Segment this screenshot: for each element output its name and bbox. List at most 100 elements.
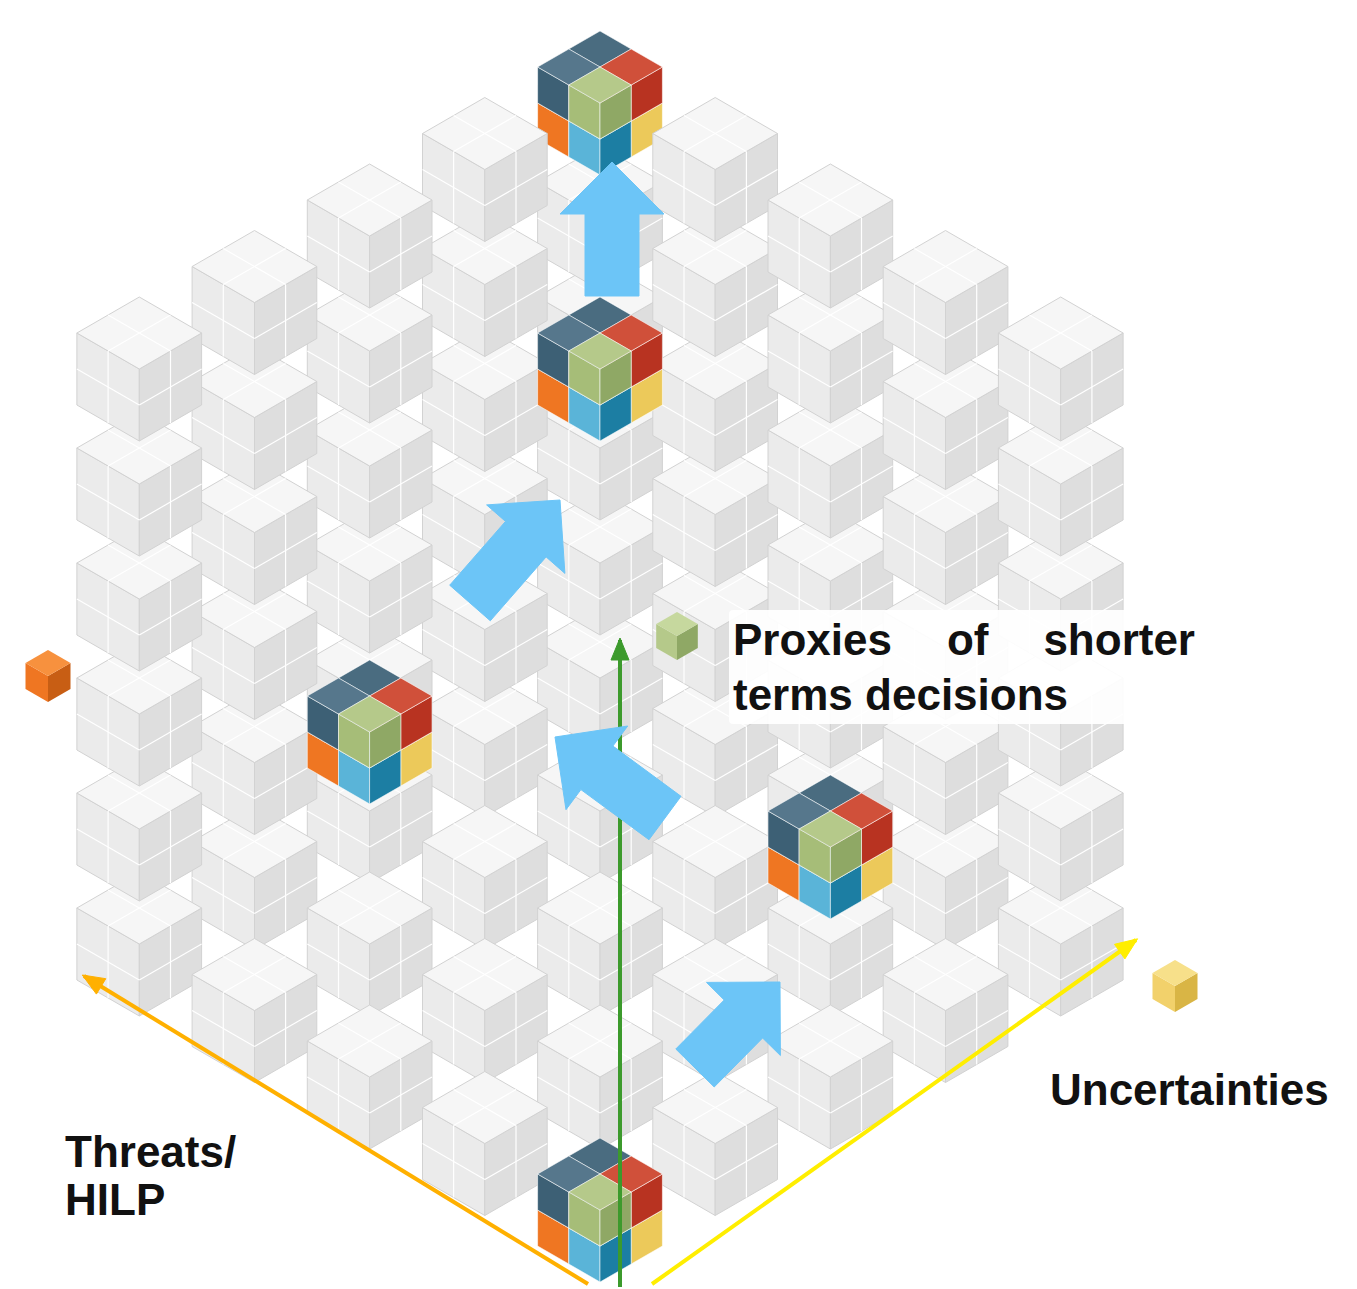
cube-seam <box>883 418 945 454</box>
cube-face <box>307 164 432 236</box>
cube-face <box>423 806 548 878</box>
cube-seam <box>454 116 516 152</box>
cube-seam <box>192 1011 254 1047</box>
cube-face <box>768 164 893 236</box>
small-cube <box>569 67 631 139</box>
cube-seam <box>684 824 746 860</box>
cube-seam <box>454 116 516 152</box>
cube-seam <box>883 303 945 339</box>
small-cube <box>339 696 401 768</box>
cube-seam <box>108 315 170 351</box>
cube-seam <box>914 957 976 993</box>
cube-seam <box>799 1023 861 1059</box>
cube-face <box>768 1005 893 1077</box>
cube-seam <box>1061 944 1123 980</box>
cube-seam <box>454 824 516 860</box>
cube-seam <box>454 957 516 993</box>
cube-face <box>538 872 663 944</box>
cube-seam <box>454 957 516 993</box>
grey-cube <box>883 231 1008 375</box>
grey-cube <box>423 939 548 1083</box>
cube-seam <box>370 466 432 502</box>
cube-seam <box>339 182 401 218</box>
cube-seam <box>1061 369 1123 405</box>
cube-seam <box>77 599 139 635</box>
cube-seam <box>255 303 317 339</box>
grey-cube <box>307 872 432 1016</box>
cube-face <box>538 1005 663 1077</box>
cube-face <box>307 872 432 944</box>
grey-cube <box>423 806 548 950</box>
cube-seam <box>339 890 401 926</box>
axis-arrowhead <box>82 975 106 994</box>
cube-seam <box>77 369 139 405</box>
cube-seam <box>339 1023 401 1059</box>
grey-cube <box>307 164 432 308</box>
cube-seam <box>139 714 201 750</box>
cube-face <box>339 696 401 732</box>
cube-seam <box>139 369 201 405</box>
cube-seam <box>684 1090 746 1126</box>
cube-seam <box>715 1144 777 1180</box>
cube-face <box>569 333 631 369</box>
cube-seam <box>914 249 976 285</box>
cube-seam <box>768 466 830 502</box>
cube-face <box>192 231 317 303</box>
cube-face <box>883 939 1008 1011</box>
grey-cube <box>768 164 893 308</box>
cube-face <box>77 297 202 369</box>
cube-seam <box>255 533 317 569</box>
block-arrow <box>560 162 664 296</box>
cube-face <box>1153 960 1198 986</box>
cube-seam <box>139 599 201 635</box>
axis-icon <box>26 650 71 702</box>
cube-seam <box>684 116 746 152</box>
grey-cube <box>307 1005 432 1149</box>
small-cube <box>569 333 631 405</box>
grey-cube <box>192 231 317 375</box>
axes-and-arrows <box>26 162 1198 1287</box>
cube-seam <box>423 1144 485 1180</box>
cube-seam <box>339 890 401 926</box>
cube-face <box>883 231 1008 303</box>
cube-face <box>307 1005 432 1077</box>
cube-seam <box>454 1090 516 1126</box>
cube-seam <box>307 1077 369 1113</box>
cube-seam <box>653 285 715 321</box>
cube-seam <box>223 957 285 993</box>
cube-seam <box>339 1023 401 1059</box>
colored-cube <box>538 297 663 441</box>
cube-seam <box>370 351 432 387</box>
cube-seam <box>223 957 285 993</box>
cube-seam <box>1061 829 1123 865</box>
cube-face <box>653 98 778 170</box>
axis-label: Proxies of shorter terms decisions <box>729 610 1199 724</box>
cube-face <box>799 811 861 847</box>
cube-seam <box>223 249 285 285</box>
cube-seam <box>946 1011 1008 1047</box>
cube-seam <box>77 484 139 520</box>
cube-seam <box>914 249 976 285</box>
axis-arrowhead <box>611 638 629 660</box>
grey-cube <box>538 872 663 1016</box>
cube-seam <box>684 1090 746 1126</box>
grey-cube <box>423 98 548 242</box>
cube-seam <box>883 763 945 799</box>
cube-seam <box>1030 315 1092 351</box>
cube-seam <box>998 369 1060 405</box>
cube-seam <box>255 648 317 684</box>
cube-seam <box>914 957 976 993</box>
block-arrow <box>676 982 781 1087</box>
cube-seam <box>454 1090 516 1126</box>
cube-seam <box>485 170 547 206</box>
cube-seam <box>998 829 1060 865</box>
colored-cube <box>538 1138 663 1282</box>
cube-seam <box>139 484 201 520</box>
cube-seam <box>370 581 432 617</box>
cube-seam <box>799 182 861 218</box>
cube-face <box>998 297 1123 369</box>
cube-seam <box>653 170 715 206</box>
cube-seam <box>485 285 547 321</box>
cube-seam <box>370 236 432 272</box>
cube-seam <box>799 1023 861 1059</box>
